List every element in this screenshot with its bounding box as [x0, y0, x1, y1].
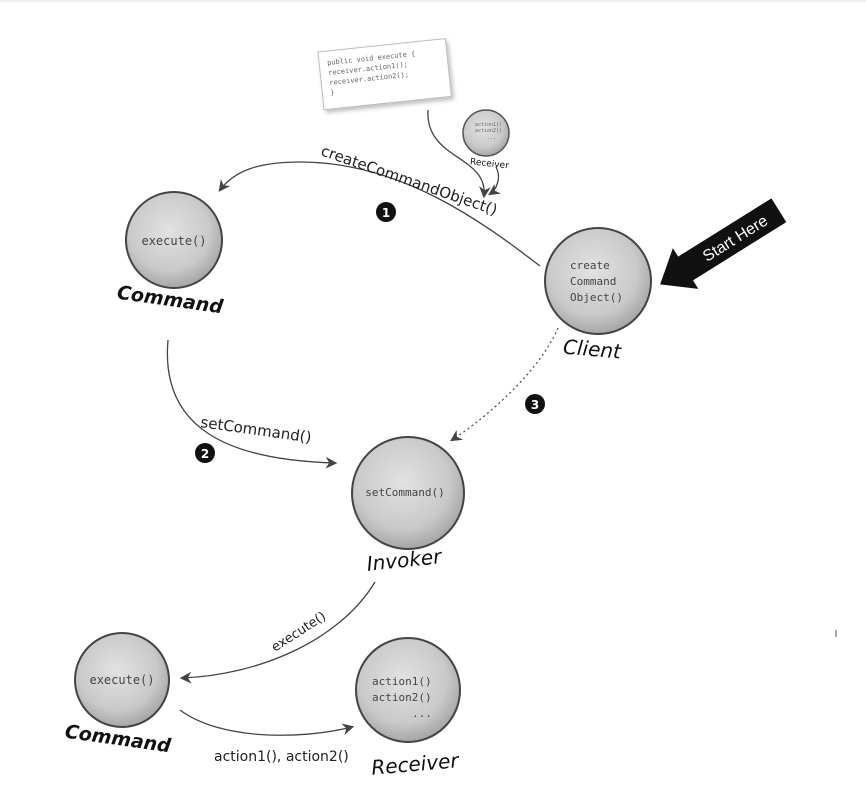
receiver-method-2: action2() — [372, 691, 432, 704]
small-receiver-method-2: action2() — [475, 128, 502, 134]
command-bottom-ball: execute() Command — [64, 632, 173, 757]
create-command-arrow — [218, 161, 541, 267]
step-2-number: 2 — [201, 447, 209, 461]
command-top-method: execute() — [141, 234, 206, 248]
small-receiver-method-3: ... — [487, 135, 496, 141]
actions-label: action1(), action2() — [214, 749, 349, 765]
command-bottom-method: execute() — [89, 673, 154, 687]
client-method-1: create — [570, 259, 610, 272]
receiver-bottom-ball: action1() action2() ... Receiver — [355, 637, 461, 780]
start-here-arrow: Start Here — [660, 198, 787, 289]
client-invoker-dotted-arrow — [450, 327, 559, 442]
invoker-ball: setCommand() Invoker — [351, 436, 465, 576]
receiver-method-3: ... — [412, 707, 432, 720]
command-top-ball: execute() Command — [116, 191, 225, 318]
small-receiver-method-1: action1() — [475, 122, 502, 128]
step-3-number: 3 — [531, 398, 539, 412]
note-arrow — [427, 109, 491, 199]
small-receiver-arrow — [488, 166, 502, 196]
small-receiver-ball: action1() action2() ... Receiver — [462, 109, 510, 171]
execute-arrow — [179, 581, 376, 684]
client-method-3: Object() — [570, 291, 623, 304]
create-command-label: createCommandObject() — [319, 142, 500, 219]
client-ball: create Command Object() Client — [544, 227, 652, 364]
actions-arrow — [179, 709, 355, 736]
invoker-label: Invoker — [366, 544, 445, 576]
set-command-arrow — [166, 339, 338, 469]
invoker-method: setCommand() — [365, 486, 444, 499]
step-1-number: 1 — [382, 206, 390, 220]
step-3-badge: 3 — [525, 394, 545, 414]
client-label: Client — [562, 335, 623, 364]
step-1-badge: 1 — [376, 202, 396, 222]
client-method-2: Command — [570, 275, 616, 288]
receiver-method-1: action1() — [372, 675, 432, 688]
code-note: public void execute { receiver.action1()… — [317, 38, 452, 111]
receiver-bottom-label: Receiver — [370, 748, 461, 780]
code-line-4: } — [330, 89, 335, 97]
step-2-badge: 2 — [195, 443, 215, 463]
small-receiver-label: Receiver — [469, 157, 509, 171]
set-command-label: setCommand() — [199, 413, 312, 446]
